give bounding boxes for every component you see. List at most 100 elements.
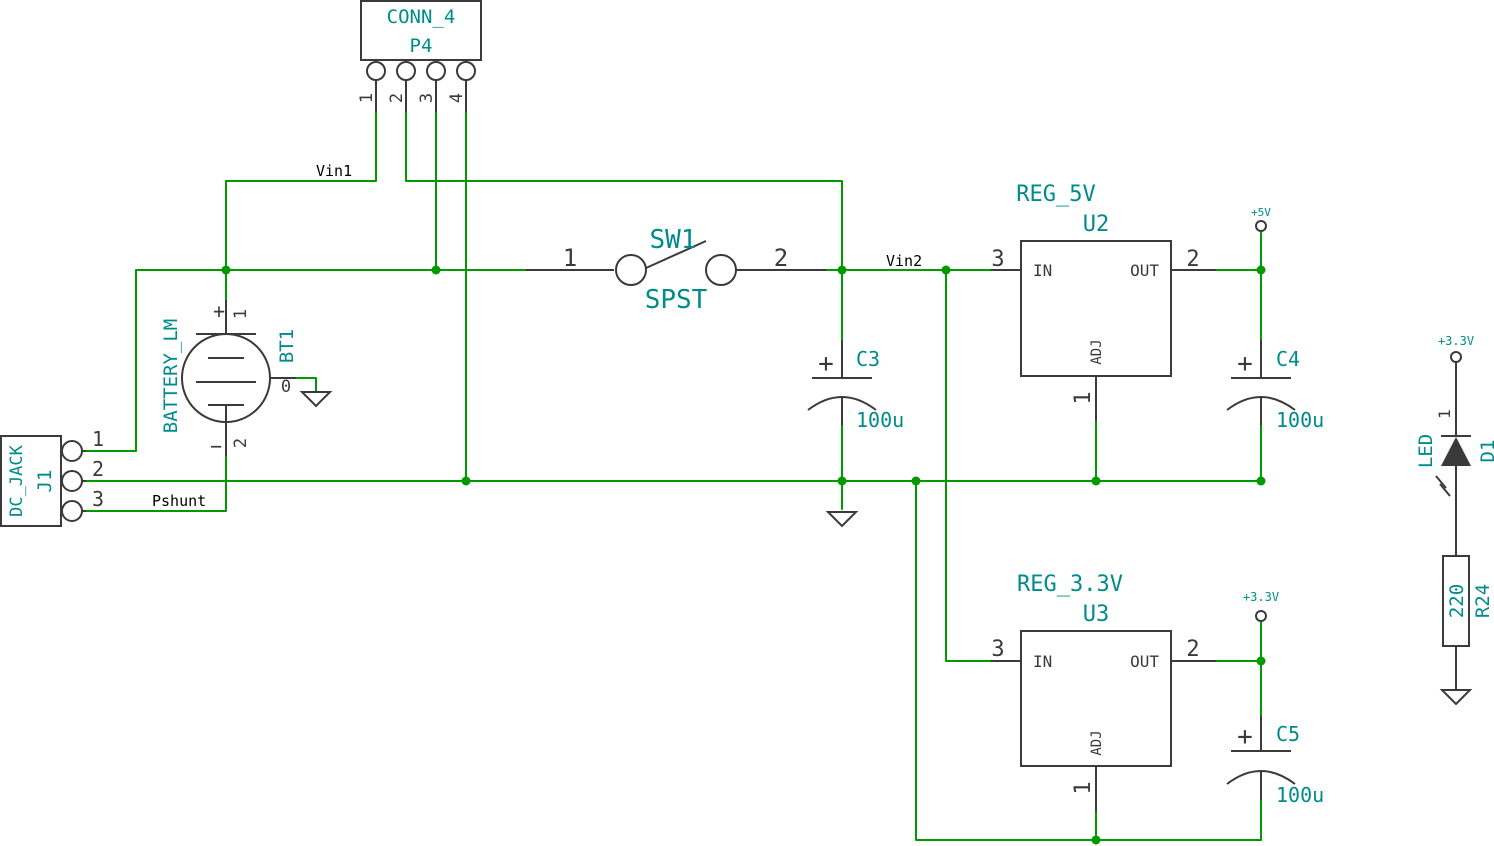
pin-number: 3 <box>417 93 437 103</box>
junction <box>911 476 921 486</box>
power-label: +5V <box>1251 206 1271 219</box>
component-ref: P4 <box>410 35 433 57</box>
led-emit-arrow <box>1435 475 1447 489</box>
dc-jack-j1: DC_JACK J1 1 2 3 <box>0 427 104 527</box>
ground-symbol <box>299 391 333 408</box>
battery-bt1: + − 1 2 0 BATTERY_LM BT1 <box>160 299 298 458</box>
power-label: +3.3V <box>1438 334 1474 348</box>
junction <box>837 476 847 486</box>
pin-circle <box>396 61 416 81</box>
pin-label-out: OUT <box>1130 261 1159 280</box>
power-5v: +5V <box>1251 206 1271 232</box>
pin-circle <box>61 440 83 462</box>
wire-u3-ground <box>915 480 1262 841</box>
pin-label-out: OUT <box>1130 652 1159 671</box>
pin-circle <box>366 61 386 81</box>
pin-number: 4 <box>447 93 467 103</box>
junction <box>461 476 471 486</box>
component-value: BATTERY_LM <box>160 319 182 433</box>
power-symbol <box>1450 351 1462 363</box>
led-d1: +3.3V 1 LED D1 <box>1415 334 1494 556</box>
junction <box>1091 476 1101 486</box>
component-value: LED <box>1415 434 1437 468</box>
pin-circle <box>61 500 83 522</box>
pin-number: 0 <box>281 377 291 397</box>
switch-sw1: 1 2 SW1 SPST <box>526 225 826 315</box>
capacitor-c5: + C5 100u <box>1226 716 1324 807</box>
pin-number: 3 <box>991 637 1004 662</box>
capacitor-c3: + C3 100u <box>807 340 904 432</box>
component-ref: BT1 <box>276 329 298 363</box>
wire-p4-pin2 <box>405 111 843 271</box>
ground-symbol <box>825 511 859 528</box>
resistor-r24: 220 R24 <box>1442 555 1494 690</box>
led-emit-arrow <box>1439 483 1451 497</box>
pin-number: 2 <box>774 244 788 272</box>
pin-number: 1 <box>231 309 251 319</box>
pin-number: 1 <box>92 427 104 451</box>
junctions <box>221 265 1266 845</box>
component-ref: U2 <box>1083 212 1110 237</box>
junction <box>221 265 231 275</box>
minus-sign: − <box>210 434 222 458</box>
pin-circle <box>456 61 476 81</box>
junction <box>431 265 441 275</box>
component-ref: J1 <box>34 470 56 493</box>
junction <box>1256 265 1266 275</box>
regulator-u3: REG_3.3V U3 IN OUT ADJ 3 2 1 <box>991 572 1216 811</box>
net-label-vin2: Vin2 <box>886 252 922 270</box>
junction <box>1256 656 1266 666</box>
wire-j1-pin1 <box>85 269 527 452</box>
led-triangle <box>1441 437 1471 466</box>
pin-label-adj: ADJ <box>1089 730 1105 755</box>
wire-vin2-to-u3 <box>945 269 992 662</box>
pin-number: 1 <box>1435 409 1454 419</box>
junction <box>1256 476 1266 486</box>
pin-label-adj: ADJ <box>1089 339 1105 364</box>
polarity-plus: + <box>1237 349 1253 379</box>
wire-pshunt <box>85 455 227 512</box>
pin-number: 2 <box>92 457 104 481</box>
plus-sign: + <box>213 299 225 323</box>
power-3v3: +3.3V <box>1243 590 1279 622</box>
component-value: DC_JACK <box>7 444 27 516</box>
component-value: REG_3.3V <box>1017 572 1123 597</box>
pin-number: 1 <box>357 93 377 103</box>
polarity-plus: + <box>818 349 834 379</box>
component-value: 220 <box>1446 584 1468 618</box>
component-value: CONN_4 <box>387 6 456 28</box>
pin-number: 3 <box>991 247 1004 272</box>
pin-number: 2 <box>231 438 251 448</box>
component-ref: D1 <box>1477 440 1494 463</box>
pin-label-in: IN <box>1033 261 1052 280</box>
power-symbol <box>1255 610 1267 622</box>
junction <box>1091 835 1101 845</box>
junction <box>941 265 951 275</box>
connector-body <box>360 0 482 61</box>
component-ref: C5 <box>1276 722 1300 746</box>
pin-number: 2 <box>1186 247 1199 272</box>
component-value: REG_5V <box>1016 182 1095 207</box>
pin-number: 1 <box>563 244 577 272</box>
component-ref: R24 <box>1472 584 1494 618</box>
ground-symbol <box>1439 689 1473 706</box>
component-ref: U3 <box>1083 602 1110 627</box>
component-value: 100u <box>856 408 904 432</box>
power-symbol <box>1255 220 1267 232</box>
capacitor-c4: + C4 100u <box>1226 340 1324 432</box>
component-ref: C3 <box>856 347 880 371</box>
wire-bt1-pin0 <box>295 377 317 393</box>
switch-contact <box>705 254 737 286</box>
wires <box>85 111 1262 841</box>
pin-number: 2 <box>387 93 407 103</box>
pin-number: 3 <box>92 487 104 511</box>
pin-number: 1 <box>1071 781 1096 794</box>
connector-p4: CONN_4 P4 1 2 3 4 <box>357 0 482 112</box>
component-value: SPST <box>645 285 708 315</box>
component-ref: C4 <box>1276 347 1300 371</box>
component-value: 100u <box>1276 783 1324 807</box>
switch-lever <box>645 240 707 269</box>
pin-number: 2 <box>1186 637 1199 662</box>
wire-vin1 <box>225 111 377 271</box>
